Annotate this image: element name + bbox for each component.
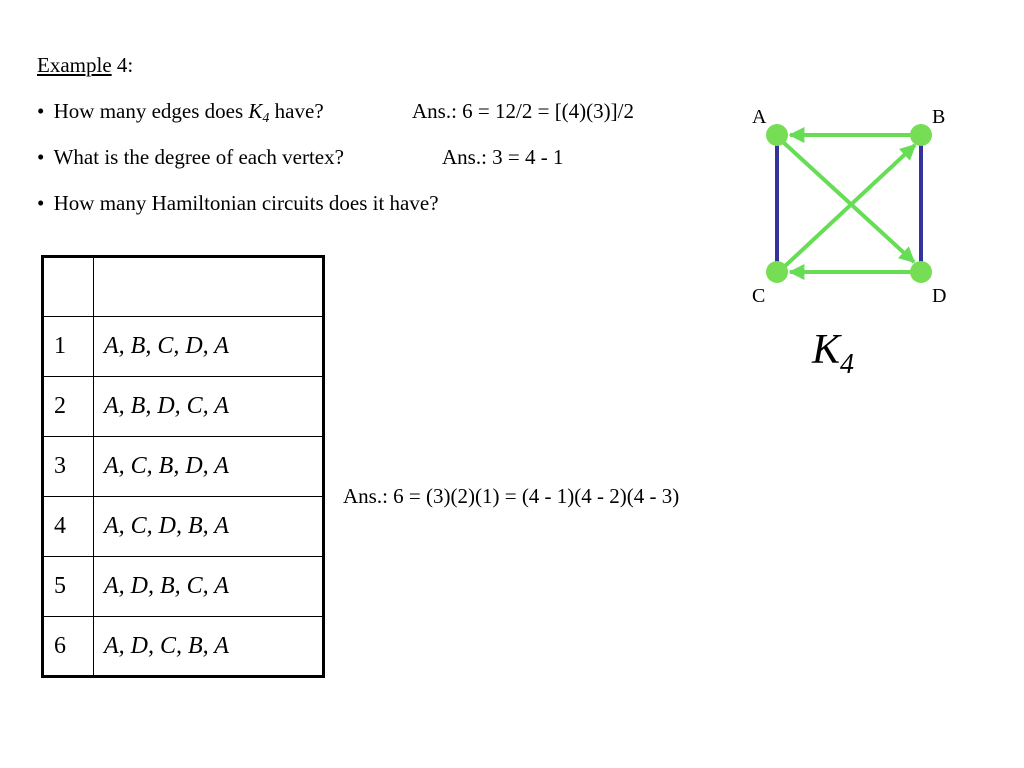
table-header-cell — [42, 256, 94, 317]
bullet-marker: • — [37, 99, 45, 123]
vertex-b — [910, 124, 932, 146]
circuit-path: A, C, D, B, A — [93, 496, 324, 557]
row-number: 3 — [42, 436, 94, 497]
circuit-path: A, D, B, C, A — [93, 556, 324, 617]
circuits-table: 1 A, B, C, D, A 2 A, B, D, C, A 3 A, C, … — [41, 255, 325, 678]
bullet-marker: • — [37, 145, 45, 169]
bullet-edges: • How many edges does K4 have? — [37, 98, 324, 132]
graph-caption-subscript: 4 — [840, 349, 855, 380]
k4-graph — [766, 124, 932, 283]
bullet-edges-question-start: How many edges does — [53, 99, 249, 123]
k4-symbol: K — [248, 99, 263, 123]
row-number: 2 — [42, 376, 94, 437]
graph-caption: K4 — [812, 326, 854, 381]
table-row: 4 A, C, D, B, A — [42, 496, 324, 557]
row-number: 6 — [42, 616, 94, 677]
vertex-d — [910, 261, 932, 283]
table-header-row — [42, 256, 324, 317]
vertex-label-b: B — [932, 106, 946, 128]
table-row: 2 A, B, D, C, A — [42, 376, 324, 437]
bullet-marker: • — [37, 191, 45, 215]
vertex-label-d: D — [932, 285, 947, 307]
bullet-hamiltonian: • How many Hamiltonian circuits does it … — [37, 190, 439, 216]
example-heading-underlined: Example — [37, 53, 112, 77]
vertex-label-c: C — [752, 285, 766, 307]
circuit-path: A, C, B, D, A — [93, 436, 324, 497]
edge-a-to-d — [781, 140, 916, 264]
circuit-path: A, B, C, D, A — [93, 316, 324, 377]
edge-c-to-b — [782, 143, 917, 269]
bullet-edges-answer: Ans.: 6 = 12/2 = [(4)(3)]/2 — [412, 99, 634, 123]
row-number: 4 — [42, 496, 94, 557]
example-heading-number: 4: — [111, 53, 134, 77]
k4-subscript: 4 — [262, 111, 270, 126]
vertex-label-a: A — [752, 106, 767, 128]
vertex-a — [766, 124, 788, 146]
circuit-path: A, B, D, C, A — [93, 376, 324, 437]
graph-caption-k: K — [812, 327, 841, 373]
row-number: 1 — [42, 316, 94, 377]
bullet-degree-answer: Ans.: 3 = 4 - 1 — [442, 145, 564, 169]
bullet-degree: • What is the degree of each vertex? — [37, 144, 344, 170]
table-header-cell — [93, 256, 324, 317]
hamiltonian-answer: Ans.: 6 = (3)(2)(1) = (4 - 1)(4 - 2)(4 -… — [343, 484, 680, 508]
circuit-path: A, D, C, B, A — [93, 616, 324, 677]
table-row: 3 A, C, B, D, A — [42, 436, 324, 497]
bullet-edges-question-end: have? — [269, 99, 324, 123]
row-number: 5 — [42, 556, 94, 617]
table-row: 1 A, B, C, D, A — [42, 316, 324, 377]
bullet-degree-question: What is the degree of each vertex? — [53, 145, 344, 169]
table-row: 6 A, D, C, B, A — [42, 616, 324, 677]
example-heading: Example 4: — [37, 52, 133, 78]
bullet-hamiltonian-question: How many Hamiltonian circuits does it ha… — [53, 191, 439, 215]
vertex-c — [766, 261, 788, 283]
table-row: 5 A, D, B, C, A — [42, 556, 324, 617]
